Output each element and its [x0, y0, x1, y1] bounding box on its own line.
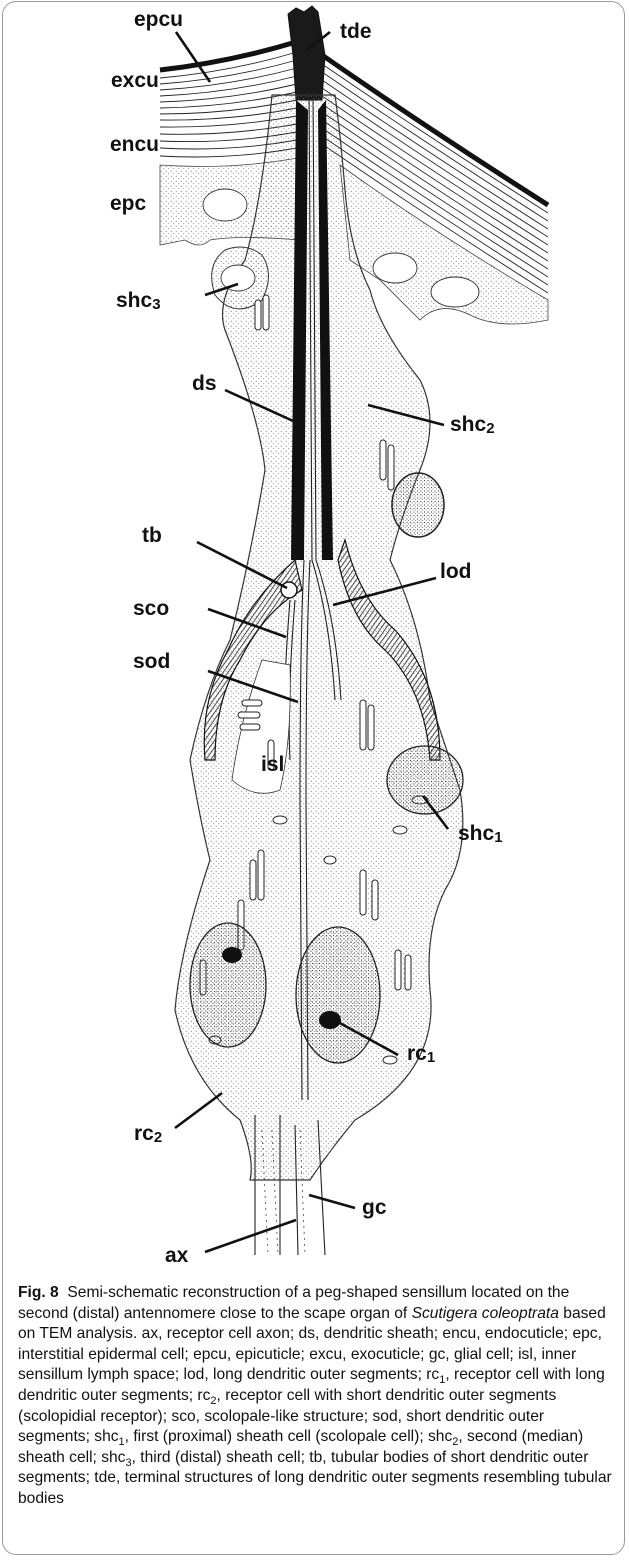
shc2-nucleus: [392, 473, 444, 537]
label-shc1: shc1: [458, 822, 503, 846]
label-tb: tb: [142, 524, 162, 547]
species-name: Scutigera coleoptrata: [412, 1305, 559, 1322]
label-shc3: shc3: [116, 289, 161, 313]
label-sod: sod: [133, 650, 170, 673]
label-sco: sco: [133, 597, 169, 620]
label-gc: gc: [362, 1196, 387, 1219]
rc2-nucleus: [190, 923, 266, 1047]
label-rc1: rc1: [407, 1042, 435, 1066]
shc1-nucleus: [387, 746, 463, 814]
label-excu: excu: [111, 69, 159, 92]
label-encu: encu: [110, 133, 159, 156]
label-isl: isl: [261, 753, 284, 776]
label-tde: tde: [340, 20, 372, 43]
label-rc2: rc2: [134, 1122, 162, 1146]
label-lod: lod: [440, 560, 472, 583]
figure-number: Fig. 8: [18, 1284, 59, 1301]
label-ds: ds: [192, 372, 217, 395]
label-epc: epc: [110, 192, 147, 215]
label-epcu: epcu: [134, 8, 183, 31]
sensillum-diagram: epcu tde excu encu epc shc3 ds shc2 tb l…: [0, 0, 629, 1280]
label-ax: ax: [165, 1244, 189, 1267]
rc1-nucleus: [296, 927, 380, 1063]
tubular-bodies: [281, 582, 297, 598]
label-shc2: shc2: [450, 413, 495, 437]
figure-caption: Fig. 8 Semi-schematic reconstruction of …: [18, 1283, 612, 1510]
